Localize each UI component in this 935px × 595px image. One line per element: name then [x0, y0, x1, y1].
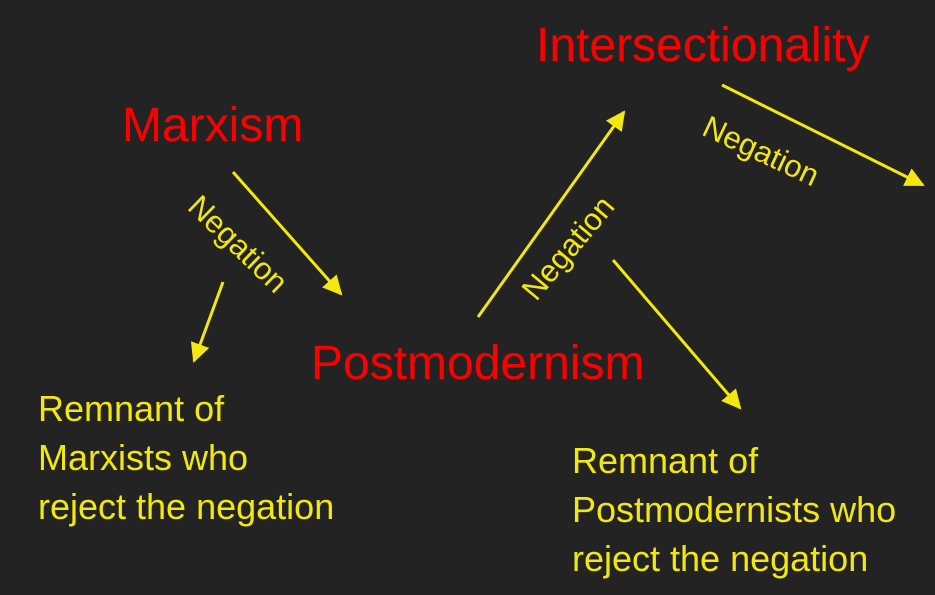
- annotation-line: reject the negation: [572, 538, 869, 579]
- node-intersectionality: Intersectionality: [536, 19, 870, 72]
- annotation-line: Remnant of: [572, 440, 759, 481]
- node-postmodernism: Postmodernism: [311, 337, 645, 390]
- annotation-remnant-postmodernists: Remnant of Postmodernists who reject the…: [572, 436, 896, 583]
- arrow-postmodernism-to-intersectionality: [476, 110, 626, 318]
- arrow-marxism-to-postmodernism: [231, 171, 343, 296]
- annotation-line: Marxists who: [38, 437, 249, 478]
- arrow-to-remnant-marxists: [190, 281, 225, 363]
- arrow-intersectionality-to-next: [721, 83, 925, 187]
- arrow-to-remnant-postmodernists: [611, 259, 742, 410]
- annotation-remnant-marxists: Remnant of Marxists who reject the negat…: [38, 384, 334, 531]
- annotation-line: reject the negation: [38, 486, 335, 527]
- annotation-line: Postmodernists who: [572, 489, 897, 530]
- annotation-line: Remnant of: [38, 388, 225, 429]
- node-marxism: Marxism: [122, 99, 304, 152]
